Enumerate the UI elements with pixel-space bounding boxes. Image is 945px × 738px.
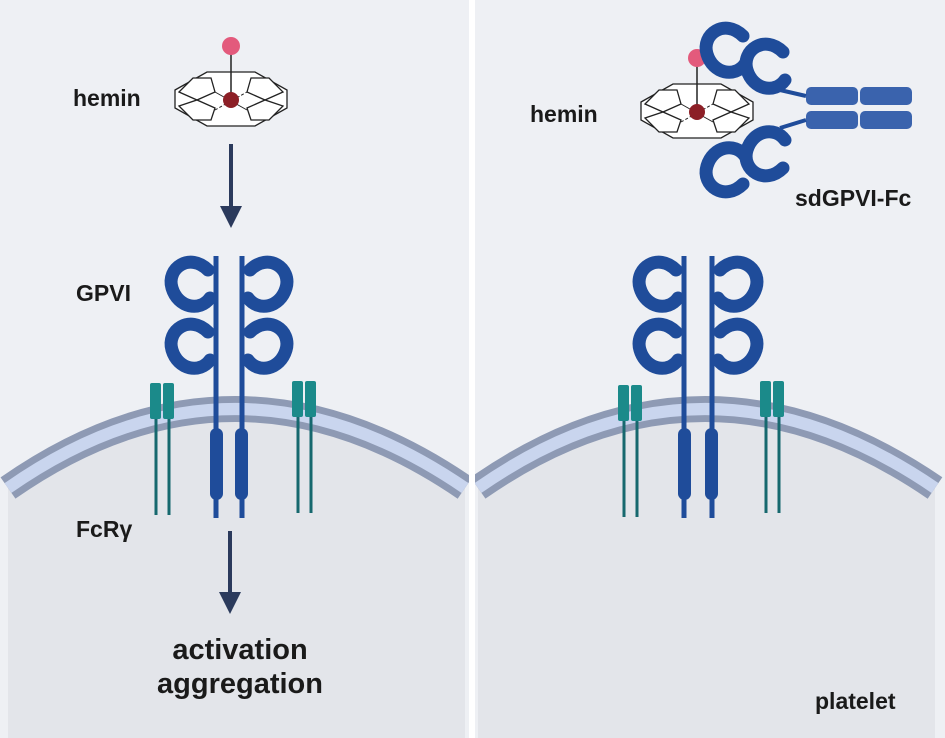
sdgpvi-fc-molecule — [706, 28, 912, 192]
arrow-gpvi-to-activation — [219, 531, 241, 614]
platelet-label: platelet — [815, 688, 896, 714]
arrow-hemin-to-gpvi — [220, 144, 242, 228]
right-platelet-cell — [475, 396, 943, 738]
right-hemin-label: hemin — [530, 101, 598, 127]
sdgpvi-fc-label: sdGPVI-Fc — [795, 185, 912, 211]
left-platelet-cell — [0, 396, 469, 738]
gpvi-label: GPVI — [76, 280, 131, 306]
outcome-label: activation aggregation — [130, 633, 350, 701]
fcr-gamma-label: FcRγ — [76, 516, 133, 542]
left-hemin-label: hemin — [73, 85, 141, 111]
outcome-aggregation: aggregation — [157, 668, 323, 700]
outcome-activation: activation — [172, 634, 308, 666]
